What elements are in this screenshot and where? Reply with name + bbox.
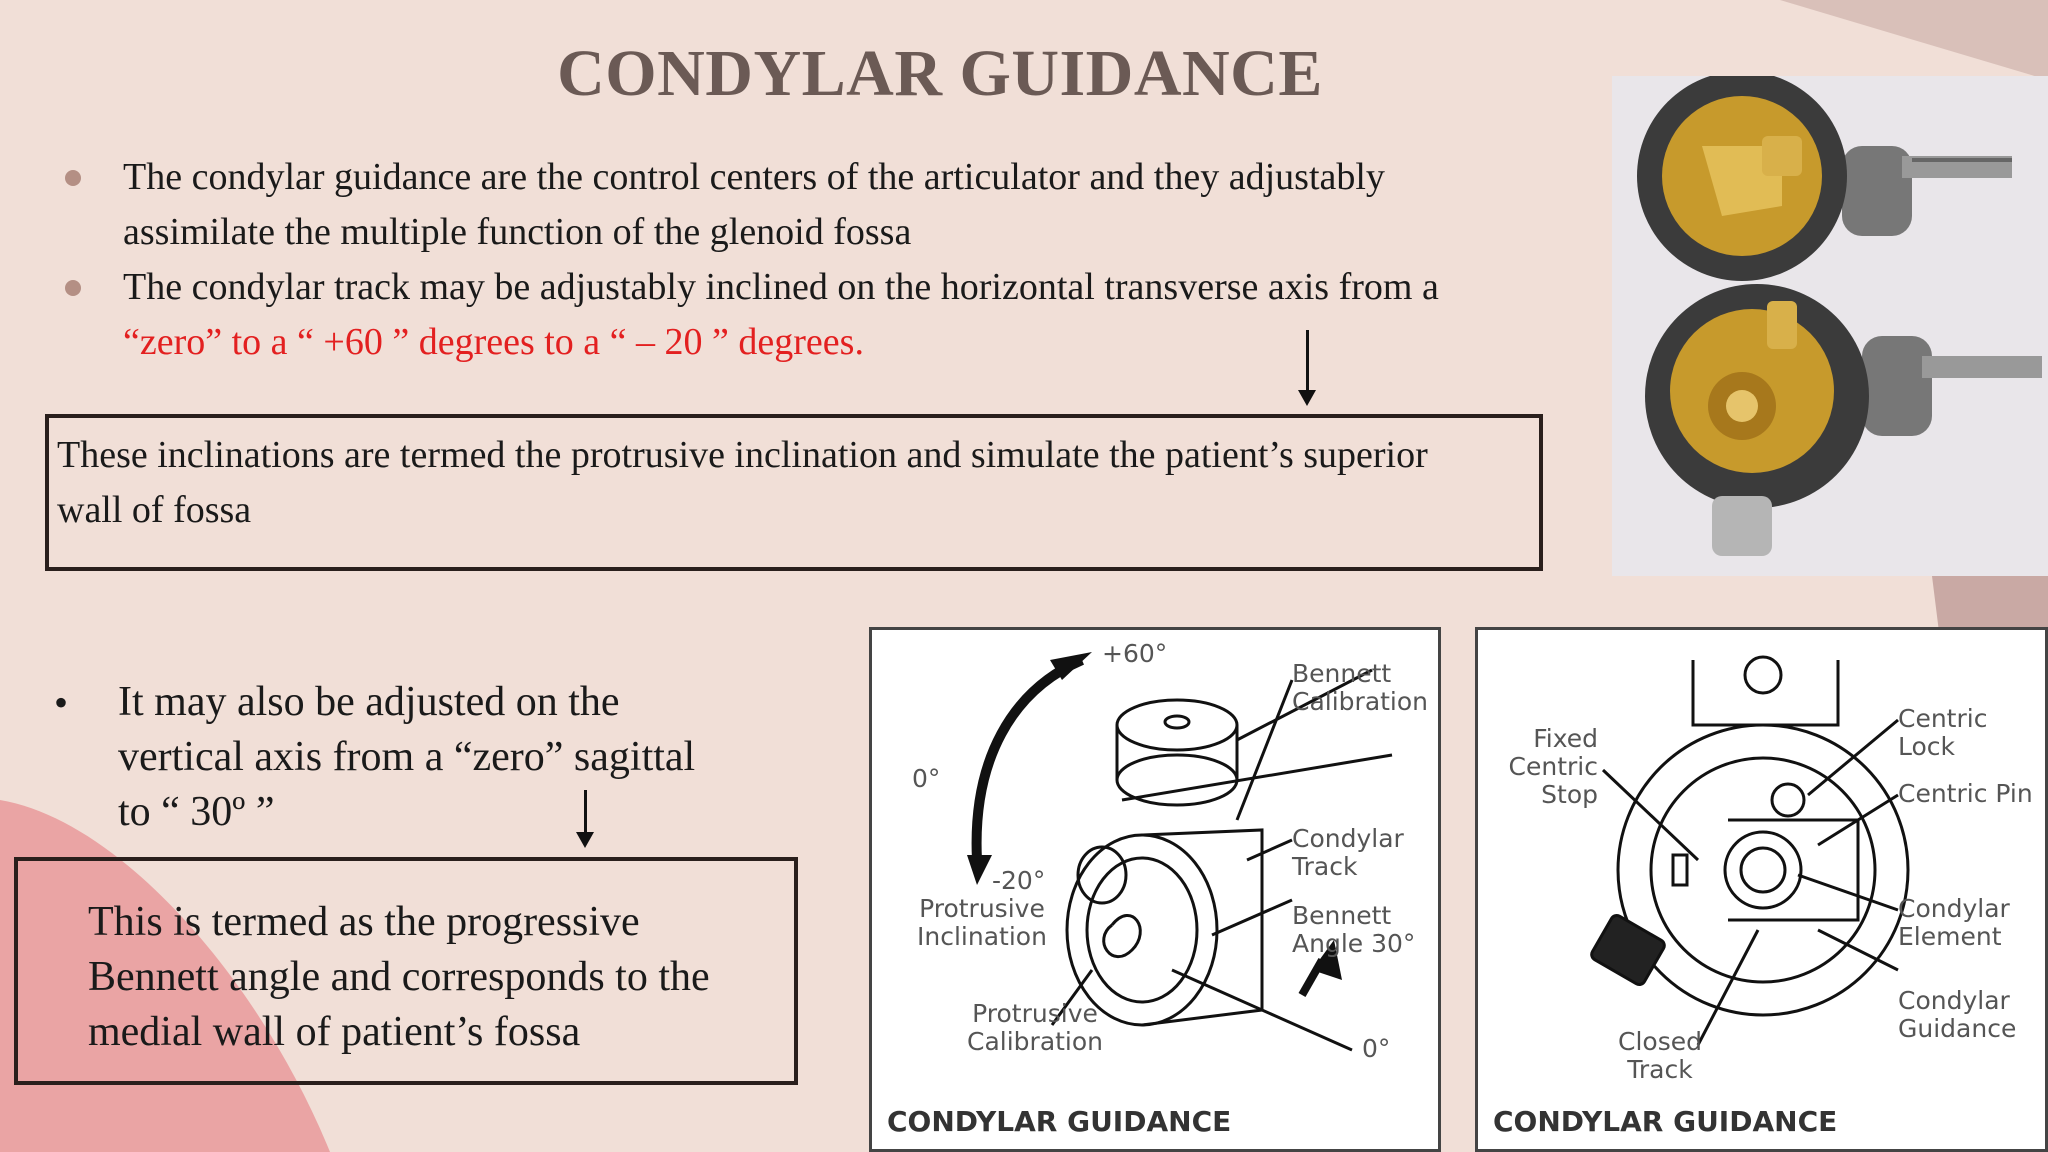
box-text-line: These inclinations are termed the protru… bbox=[57, 434, 1428, 476]
label-zero-bottom: 0° bbox=[1362, 1034, 1391, 1063]
arrow-down-icon bbox=[584, 790, 587, 832]
arrow-down-icon bbox=[1306, 330, 1309, 392]
bullet-text-line: to “ 30º ” bbox=[118, 789, 275, 835]
bullet-text-line: The condylar guidance are the control ce… bbox=[123, 156, 1385, 198]
figure-caption: CONDYLAR GUIDANCE bbox=[887, 1105, 1232, 1138]
slide-title: CONDYLAR GUIDANCE bbox=[557, 37, 1323, 110]
condylar-element-drawing bbox=[1590, 655, 1910, 1046]
bullet-item-3: • It may also be adjusted on the vertica… bbox=[54, 675, 778, 840]
protrusive-inclination-box: These inclinations are termed the protru… bbox=[45, 414, 1543, 571]
box-text-line: wall of fossa bbox=[57, 489, 252, 531]
articulator-condyle-drawing bbox=[967, 652, 1393, 1052]
bullet-text-line: The condylar track may be adjustably inc… bbox=[123, 266, 1439, 308]
bullet-dot bbox=[65, 280, 81, 296]
figure-caption: CONDYLAR GUIDANCE bbox=[1493, 1105, 1838, 1138]
label-plus60: +60° bbox=[1102, 639, 1168, 668]
bennett-angle-box: This is termed as the progressive Bennet… bbox=[14, 857, 798, 1085]
arrow-head-icon bbox=[576, 832, 594, 848]
bullet-item-2: The condylar track may be adjustably inc… bbox=[65, 260, 1543, 370]
label-minus20: -20° bbox=[992, 866, 1046, 895]
arrow-head-icon bbox=[1298, 390, 1316, 406]
label-centric-pin: Centric Pin bbox=[1898, 779, 2033, 808]
bullet-dot: • bbox=[54, 680, 69, 725]
box-text-line: medial wall of patient’s fossa bbox=[88, 1009, 581, 1055]
box-text-line: This is termed as the progressive bbox=[88, 899, 640, 945]
bullet-text-line: assimilate the multiple function of the … bbox=[123, 211, 912, 253]
label-zero-top: 0° bbox=[912, 764, 941, 793]
condylar-guidance-photo bbox=[1612, 76, 2048, 576]
bullet-text-line: It may also be adjusted on the bbox=[118, 679, 620, 725]
box-text-line: Bennett angle and corresponds to the bbox=[88, 954, 710, 1000]
bullet-dot bbox=[65, 170, 81, 186]
bullet-text-line: vertical axis from a “zero” sagittal bbox=[118, 734, 696, 780]
bullet-item-1: The condylar guidance are the control ce… bbox=[65, 150, 1543, 260]
highlighted-range-text: “zero” to a “ +60 ” degrees to a “ – 20 … bbox=[123, 321, 864, 363]
